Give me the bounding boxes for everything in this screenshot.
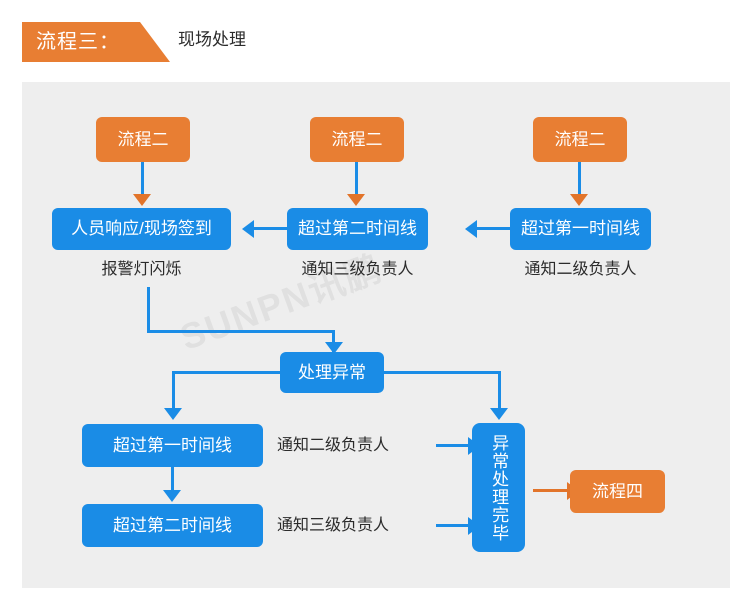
connector-top-right-to-center-line — [254, 227, 287, 230]
arrow-source-left-down — [133, 194, 151, 206]
page-title: 流程三： — [36, 31, 120, 53]
connector-source-center-vline — [355, 162, 358, 196]
caption-second-timeline-top: 通知三级负责人 — [301, 261, 414, 278]
process-box-first-timeline-bottom[interactable]: 超过第一时间线 — [82, 424, 263, 467]
connector-branch-left-horizontal — [172, 371, 281, 374]
watermark-text: SUNPN讯鹏 — [174, 246, 389, 359]
page-subtitle: 现场处理 — [178, 30, 246, 49]
arrow-top-center-left — [242, 220, 254, 238]
connector-bottom-left-vline — [171, 467, 174, 495]
arrow-source-center-down — [347, 194, 365, 206]
connector-top-far-right-to-right-line — [477, 227, 510, 230]
arrow-branch-left-down — [164, 408, 182, 420]
connector-branch-right-horizontal — [383, 371, 500, 374]
result-box-exception-handled[interactable]: 异常处理完毕 — [472, 423, 525, 552]
source-box-center[interactable]: 流程二 — [310, 117, 404, 162]
caption-first-timeline-top: 通知二级负责人 — [524, 261, 637, 278]
source-box-left[interactable]: 流程二 — [96, 117, 190, 162]
caption-second-timeline-bottom: 通知三级负责人 — [277, 517, 390, 534]
process-box-second-timeline-bottom[interactable]: 超过第二时间线 — [82, 504, 263, 547]
connector-source-left-vline — [141, 162, 144, 196]
arrow-branch-right-down — [490, 408, 508, 420]
arrow-top-right-left — [465, 220, 477, 238]
diagram-panel: SUNPN讯鹏 流程二 流程二 流程二 人员响应/现场签到 报警灯闪烁 超过第二… — [22, 82, 730, 588]
connector-elbow-horizontal — [147, 330, 335, 333]
connector-source-right-vline — [578, 162, 581, 196]
source-box-right[interactable]: 流程二 — [533, 117, 627, 162]
connector-elbow-down-1 — [147, 287, 150, 333]
next-process-box[interactable]: 流程四 — [570, 470, 665, 513]
connector-caption2-to-result-line — [436, 524, 470, 527]
process-box-handle-exception[interactable]: 处理异常 — [280, 352, 384, 393]
caption-personnel-response: 报警灯闪烁 — [101, 261, 182, 278]
arrow-bottom-left-down — [163, 490, 181, 502]
arrow-into-handle-exception — [325, 342, 343, 354]
connector-caption1-to-result-line — [436, 444, 470, 447]
connector-result-to-next-line — [533, 489, 569, 492]
caption-first-timeline-bottom: 通知二级负责人 — [277, 437, 390, 454]
process-box-personnel-response[interactable]: 人员响应/现场签到 — [52, 208, 231, 250]
connector-branch-right-vertical — [498, 371, 501, 416]
process-box-second-timeline-top[interactable]: 超过第二时间线 — [287, 208, 428, 250]
connector-branch-left-vertical — [172, 371, 175, 416]
process-box-first-timeline-top[interactable]: 超过第一时间线 — [510, 208, 651, 250]
arrow-source-right-down — [570, 194, 588, 206]
page-header: 流程三： — [22, 22, 170, 62]
